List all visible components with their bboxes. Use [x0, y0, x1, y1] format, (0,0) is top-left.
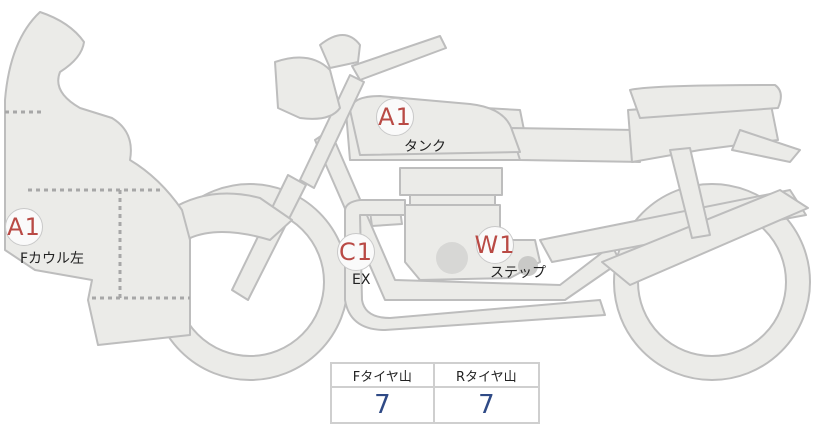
front-fender: [169, 192, 293, 241]
mark-label-f-cowl-left: Fカウル左: [20, 251, 85, 267]
engine-cover: [436, 242, 468, 274]
mark-code-exhaust: C1: [337, 233, 375, 271]
mark-code-f-cowl-left: A1: [5, 208, 43, 246]
rear-shock: [669, 147, 711, 239]
front-tire-value: 7: [330, 386, 435, 424]
engine-head: [399, 167, 503, 196]
mark-code-tank: A1: [376, 98, 414, 136]
front-tire-header: Fタイヤ山: [330, 362, 435, 388]
mark-code-step: W1: [475, 226, 515, 264]
mark-label-tank: タンク: [404, 139, 446, 155]
rear-tire-header: Rタイヤ山: [432, 362, 541, 388]
mirror: [319, 34, 361, 69]
side-cover: [509, 127, 641, 163]
mark-label-exhaust: EX: [352, 272, 371, 288]
exhaust-pipe: [344, 199, 606, 331]
headlight: [274, 56, 341, 120]
step-peg: [518, 256, 538, 276]
mark-label-step: ステップ: [490, 265, 546, 281]
tail-cowl: [731, 129, 801, 163]
seat-top: [629, 84, 782, 119]
engine-fins: [409, 194, 496, 206]
rear-tire-value: 7: [432, 386, 541, 424]
muffler: [601, 189, 809, 286]
tire-tread-table: Fタイヤ山 Rタイヤ山 7 7: [330, 362, 541, 424]
front-cowl: [4, 11, 191, 346]
handlebar: [351, 35, 447, 81]
